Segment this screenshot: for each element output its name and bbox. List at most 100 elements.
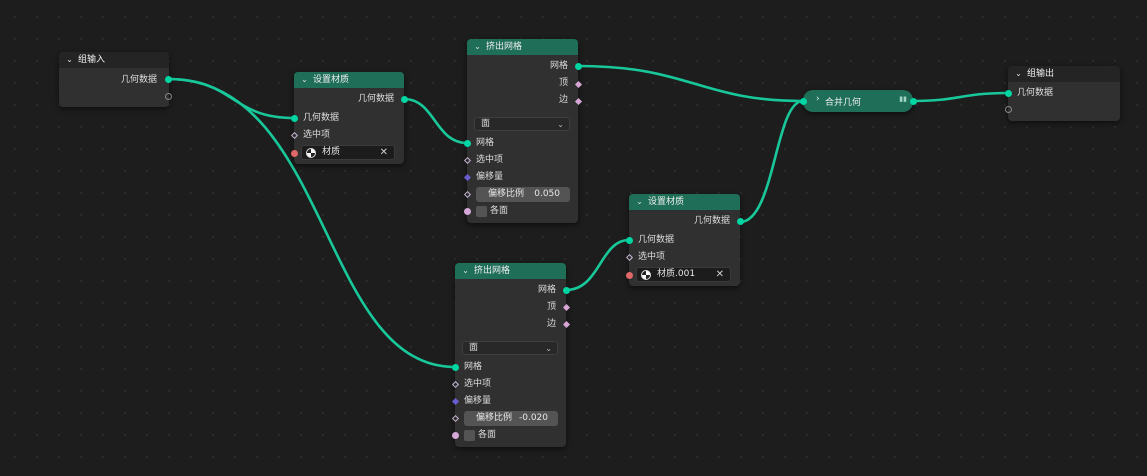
offset-label: 偏移量 xyxy=(464,396,492,406)
material-field[interactable]: 材质.001 ✕ xyxy=(636,267,731,282)
individual-label: 各面 xyxy=(490,206,509,216)
offset-scale-input-socket[interactable] xyxy=(463,190,472,199)
geometry-input-socket[interactable] xyxy=(800,98,807,105)
empty-output-socket[interactable] xyxy=(165,93,172,100)
offset-scale-label: 偏移比例 xyxy=(488,189,525,199)
link-extrude1-to-join xyxy=(576,64,805,103)
node-title: 挤出网格 xyxy=(486,42,523,52)
multi-input-icon: ▮▮ xyxy=(899,95,907,103)
node-title: 设置材质 xyxy=(648,197,685,207)
group-output-node[interactable]: ⌄ 组输出 几何数据 xyxy=(1005,66,1120,121)
geometry-output-socket[interactable] xyxy=(737,218,744,225)
chevron-down-icon[interactable]: ⌄ xyxy=(474,42,481,51)
offset-input-socket[interactable] xyxy=(451,397,460,406)
top-output-socket[interactable] xyxy=(574,80,583,89)
selection-input-socket[interactable] xyxy=(290,131,299,140)
material-name: 材质 xyxy=(322,147,341,157)
offset-scale-label: 偏移比例 xyxy=(476,413,513,423)
input-mesh-label: 网格 xyxy=(476,138,495,148)
link-setmat1-to-extrude1 xyxy=(402,97,469,145)
chevron-down-icon: ⌄ xyxy=(545,344,552,353)
individual-checkbox[interactable] xyxy=(476,206,487,217)
selection-input-socket[interactable] xyxy=(451,380,460,389)
join-geometry-node[interactable]: › 合并几何 ▮▮ xyxy=(800,90,917,112)
input-geometry-label: 几何数据 xyxy=(638,235,675,245)
material-field[interactable]: 材质 ✕ xyxy=(301,145,395,160)
mode-value: 面 xyxy=(469,343,479,353)
geometry-output-socket[interactable] xyxy=(165,76,172,83)
geometry-input-socket[interactable] xyxy=(626,237,633,244)
group-output-header[interactable]: ⌄ 组输出 xyxy=(1008,66,1120,82)
chevron-down-icon[interactable]: ⌄ xyxy=(1015,69,1022,78)
output-side-label: 边 xyxy=(558,95,568,105)
side-output-socket[interactable] xyxy=(562,320,571,329)
link-input-to-setmat1 xyxy=(166,77,296,120)
group-input-node[interactable]: ⌄ 组输入 几何数据 xyxy=(59,52,172,107)
material-input-socket[interactable] xyxy=(626,272,633,279)
link-join-to-output xyxy=(911,91,1010,103)
output-geometry-label: 几何数据 xyxy=(357,94,394,104)
geometry-output-socket[interactable] xyxy=(401,96,408,103)
close-icon[interactable]: ✕ xyxy=(379,147,388,158)
chevron-down-icon[interactable]: ⌄ xyxy=(301,75,308,84)
link-extrude2-to-setmat2 xyxy=(564,238,631,292)
mesh-output-socket[interactable] xyxy=(563,287,570,294)
geometry-input-socket[interactable] xyxy=(1005,90,1012,97)
output-geometry-label: 几何数据 xyxy=(693,216,730,226)
individual-label: 各面 xyxy=(478,430,497,440)
output-top-label: 顶 xyxy=(558,78,568,88)
chevron-down-icon[interactable]: ⌄ xyxy=(66,55,73,64)
individual-input-socket[interactable] xyxy=(464,208,471,215)
output-geometry-label: 几何数据 xyxy=(120,75,157,85)
top-output-socket[interactable] xyxy=(562,303,571,312)
chevron-down-icon[interactable]: ⌄ xyxy=(462,266,469,275)
input-geometry-label: 几何数据 xyxy=(1017,88,1054,98)
offset-scale-input-socket[interactable] xyxy=(451,414,460,423)
selection-label: 选中项 xyxy=(476,155,504,165)
node-title: 组输出 xyxy=(1027,69,1055,79)
chevron-right-icon[interactable]: › xyxy=(816,94,820,104)
geometry-input-socket[interactable] xyxy=(291,115,298,122)
extrude-mesh-header[interactable]: ⌄ 挤出网格 xyxy=(467,39,578,55)
close-icon[interactable]: ✕ xyxy=(715,269,724,280)
chevron-down-icon: ⌄ xyxy=(557,120,564,129)
selection-input-socket[interactable] xyxy=(625,253,634,262)
mesh-input-socket[interactable] xyxy=(464,140,471,147)
offset-scale-field[interactable]: 偏移比例 -0.020 xyxy=(464,411,558,426)
output-mesh-label: 网格 xyxy=(537,285,556,295)
offset-input-socket[interactable] xyxy=(463,173,472,182)
selection-label: 选中项 xyxy=(303,130,331,140)
individual-input-socket[interactable] xyxy=(452,432,459,439)
extrude-mesh-node-1[interactable]: ⌄ 挤出网格 网格 顶 边 面 ⌄ 网格 选中项 偏移量 偏移比例 0.050 … xyxy=(463,39,583,223)
group-input-header[interactable]: ⌄ 组输入 xyxy=(59,52,169,68)
mesh-output-socket[interactable] xyxy=(575,63,582,70)
chevron-down-icon[interactable]: ⌄ xyxy=(636,197,643,206)
input-mesh-label: 网格 xyxy=(464,362,483,372)
extrude-mesh-node-2[interactable]: ⌄ 挤出网格 网格 顶 边 面 ⌄ 网格 选中项 偏移量 偏移比例 -0.020… xyxy=(451,263,571,447)
set-material-node-2[interactable]: ⌄ 设置材质 几何数据 几何数据 选中项 材质.001 ✕ xyxy=(625,194,744,286)
individual-checkbox[interactable] xyxy=(464,430,475,441)
mode-value: 面 xyxy=(481,119,491,129)
node-title: 设置材质 xyxy=(313,75,350,85)
set-material-header[interactable]: ⌄ 设置材质 xyxy=(294,72,404,88)
output-side-label: 边 xyxy=(546,319,556,329)
material-icon xyxy=(306,148,316,158)
link-setmat2-to-join xyxy=(738,99,805,224)
set-material-node-1[interactable]: ⌄ 设置材质 几何数据 几何数据 选中项 材质 ✕ xyxy=(290,72,408,164)
node-title: 组输入 xyxy=(78,55,106,65)
node-title: 合并几何 xyxy=(825,98,862,108)
side-output-socket[interactable] xyxy=(574,97,583,106)
mesh-input-socket[interactable] xyxy=(452,364,459,371)
extrude-mesh-header[interactable]: ⌄ 挤出网格 xyxy=(455,263,566,279)
offset-scale-value: -0.020 xyxy=(518,413,548,423)
offset-scale-field[interactable]: 偏移比例 0.050 xyxy=(476,187,570,202)
mode-dropdown[interactable]: 面 ⌄ xyxy=(462,341,558,355)
input-geometry-label: 几何数据 xyxy=(303,113,340,123)
empty-input-socket[interactable] xyxy=(1005,106,1012,113)
set-material-header[interactable]: ⌄ 设置材质 xyxy=(629,194,740,210)
geometry-output-socket[interactable] xyxy=(910,98,917,105)
output-mesh-label: 网格 xyxy=(549,61,568,71)
mode-dropdown[interactable]: 面 ⌄ xyxy=(474,117,570,131)
material-input-socket[interactable] xyxy=(291,150,298,157)
selection-input-socket[interactable] xyxy=(463,156,472,165)
